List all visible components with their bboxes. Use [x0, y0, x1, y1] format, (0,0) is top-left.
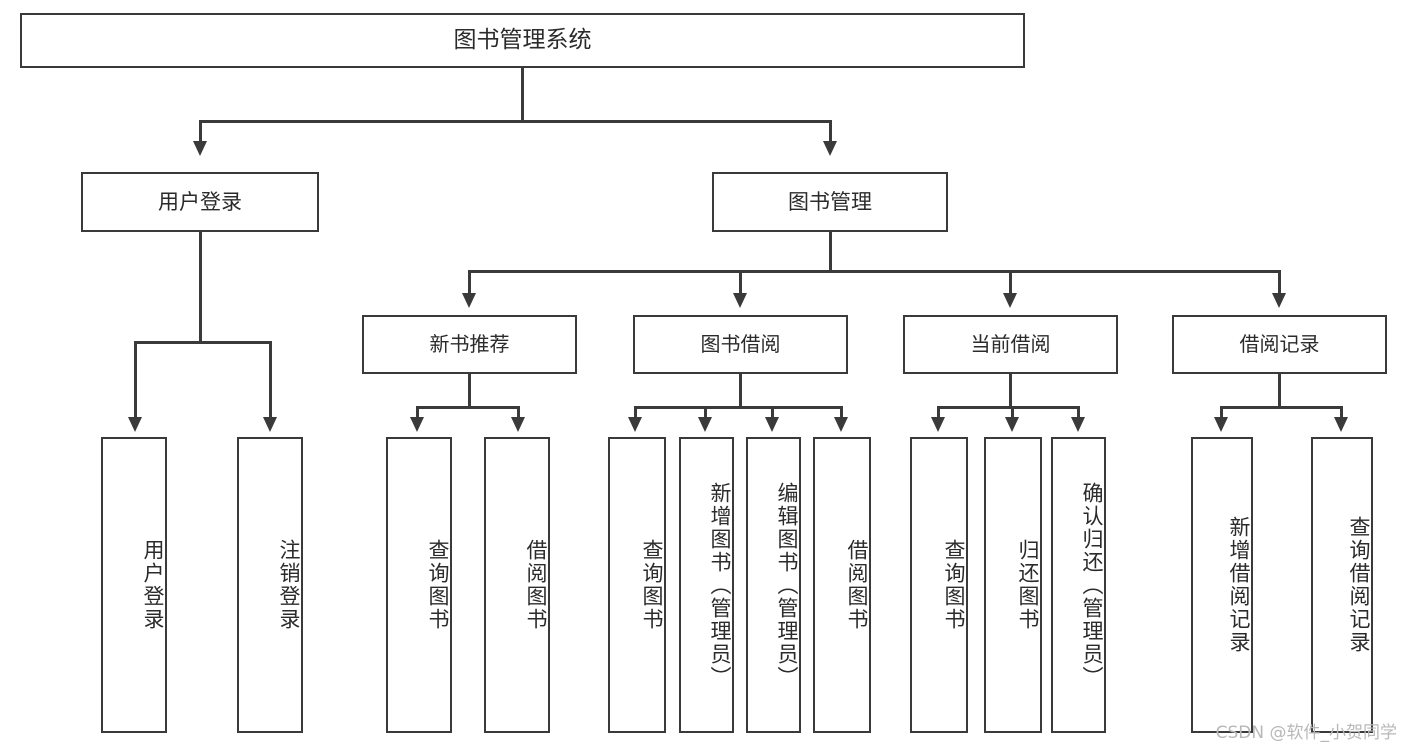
- node-leaf-confirm-return[interactable]: 确认归还（管理员）: [1051, 437, 1106, 733]
- node-label: 借阅图书: [524, 539, 548, 631]
- node-label: 图书管理: [788, 189, 872, 214]
- node-label: 借阅记录: [1239, 331, 1320, 356]
- arrow-to-user-login: [193, 141, 207, 156]
- node-label: 图书借阅: [700, 331, 781, 356]
- arrow-to-leaf-query-book-2: [628, 417, 642, 432]
- node-leaf-borrow-book-2[interactable]: 借阅图书: [813, 437, 871, 733]
- connector-root-bus: [199, 120, 831, 123]
- node-label: 用户登录: [158, 189, 242, 214]
- node-label: 查询图书: [640, 539, 664, 631]
- node-label: 用户登录: [141, 539, 165, 631]
- connector-to-book-borrow: [739, 270, 742, 294]
- connector-to-current-borrow: [1009, 270, 1012, 294]
- arrow-to-book-manage: [823, 141, 837, 156]
- connector-level3-bus: [468, 270, 1279, 273]
- node-book-management[interactable]: 图书管理: [712, 172, 948, 232]
- node-root-book-management-system[interactable]: 图书管理系统: [20, 13, 1025, 68]
- node-label: 编辑图书（管理员）: [775, 481, 799, 689]
- arrow-to-leaf-add-record: [1214, 417, 1228, 432]
- connector-current-borrow-bus: [937, 406, 1079, 409]
- connector-root-to-book-manage: [829, 120, 832, 142]
- arrow-to-leaf-query-book-3: [931, 417, 945, 432]
- connector-new-book-l1: [416, 406, 419, 418]
- arrow-to-leaf-edit-book: [765, 417, 779, 432]
- node-leaf-add-borrow-record[interactable]: 新增借阅记录: [1191, 437, 1253, 733]
- node-leaf-borrow-book-1[interactable]: 借阅图书: [484, 437, 550, 733]
- arrow-to-leaf-query-book-1: [410, 417, 424, 432]
- connector-borrow-record-bus: [1220, 406, 1342, 409]
- connector-current-borrow-l1: [937, 406, 940, 418]
- arrow-to-leaf-borrow-book-1: [511, 417, 525, 432]
- arrow-to-leaf-query-record: [1334, 417, 1348, 432]
- node-label: 借阅图书: [845, 539, 869, 631]
- node-leaf-return-book[interactable]: 归还图书: [984, 437, 1042, 733]
- node-borrow-record[interactable]: 借阅记录: [1172, 315, 1387, 374]
- arrow-to-book-borrow: [733, 293, 747, 308]
- connector-current-borrow-stem: [1009, 374, 1012, 408]
- arrow-to-new-book-recommend: [462, 293, 476, 308]
- connector-to-borrow-record: [1278, 270, 1281, 294]
- connector-book-borrow-l3: [771, 406, 774, 418]
- node-label: 新书推荐: [429, 331, 510, 356]
- node-book-borrow[interactable]: 图书借阅: [633, 315, 848, 374]
- node-label: 图书管理系统: [453, 26, 592, 53]
- node-label: 新增图书（管理员）: [708, 481, 732, 689]
- node-current-borrow[interactable]: 当前借阅: [903, 315, 1118, 374]
- connector-user-login-left: [134, 341, 137, 418]
- node-leaf-add-book[interactable]: 新增图书（管理员）: [679, 437, 734, 733]
- node-label: 当前借阅: [970, 331, 1051, 356]
- csdn-watermark: CSDN @软件_小贺同学: [1215, 723, 1397, 743]
- connector-borrow-record-l2: [1340, 406, 1343, 418]
- node-leaf-edit-book[interactable]: 编辑图书（管理员）: [746, 437, 801, 733]
- connector-book-borrow-bus: [634, 406, 842, 409]
- node-label: 确认归还（管理员）: [1080, 481, 1104, 689]
- connector-root-stem: [521, 68, 524, 120]
- node-leaf-query-book-2[interactable]: 查询图书: [608, 437, 666, 733]
- connector-book-borrow-l2: [704, 406, 707, 418]
- connector-user-login-bus: [134, 341, 270, 344]
- connector-current-borrow-l3: [1077, 406, 1080, 418]
- node-leaf-query-borrow-record[interactable]: 查询借阅记录: [1311, 437, 1373, 733]
- node-label: 注销登录: [277, 539, 301, 631]
- connector-to-new-book-recommend: [468, 270, 471, 294]
- arrow-to-leaf-confirm-return: [1071, 417, 1085, 432]
- connector-book-borrow-stem: [739, 374, 742, 408]
- node-leaf-query-book-1[interactable]: 查询图书: [386, 437, 452, 733]
- connector-book-borrow-l1: [634, 406, 637, 418]
- connector-book-manage-stem: [829, 232, 832, 271]
- connector-user-login-right: [269, 341, 272, 418]
- node-leaf-query-book-3[interactable]: 查询图书: [910, 437, 968, 733]
- connector-root-to-user-login: [199, 120, 202, 142]
- node-leaf-user-logout[interactable]: 注销登录: [237, 437, 303, 733]
- connector-borrow-record-l1: [1220, 406, 1223, 418]
- arrow-to-leaf-user-logout: [263, 417, 277, 432]
- arrow-to-leaf-return-book: [1005, 417, 1019, 432]
- arrow-to-leaf-user-login: [128, 417, 142, 432]
- node-user-login[interactable]: 用户登录: [81, 172, 319, 232]
- arrow-to-leaf-borrow-book-2: [834, 417, 848, 432]
- arrow-to-leaf-add-book: [698, 417, 712, 432]
- node-label: 新增借阅记录: [1227, 516, 1251, 654]
- connector-book-borrow-l4: [840, 406, 843, 418]
- node-label: 归还图书: [1016, 539, 1040, 631]
- connector-new-book-bus: [416, 406, 520, 409]
- node-label: 查询图书: [942, 539, 966, 631]
- arrow-to-borrow-record: [1272, 293, 1286, 308]
- node-new-book-recommend[interactable]: 新书推荐: [362, 315, 577, 374]
- node-label: 查询图书: [426, 539, 450, 631]
- node-label: 查询借阅记录: [1347, 516, 1371, 654]
- connector-new-book-l2: [517, 406, 520, 418]
- connector-new-book-stem: [468, 374, 471, 408]
- arrow-to-current-borrow: [1003, 293, 1017, 308]
- connector-borrow-record-stem: [1278, 374, 1281, 408]
- connector-current-borrow-l2: [1011, 406, 1014, 418]
- node-leaf-user-login[interactable]: 用户登录: [101, 437, 167, 733]
- connector-user-login-stem: [199, 232, 202, 342]
